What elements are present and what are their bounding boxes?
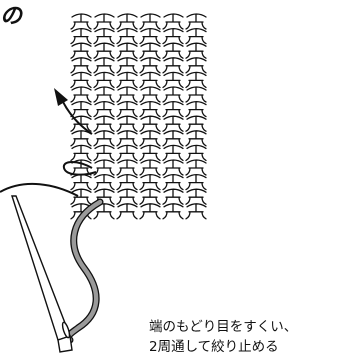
knit-stitch: [185, 13, 207, 30]
knit-stitch: [116, 71, 138, 89]
knit-stitch: [116, 13, 138, 30]
knit-stitch: [93, 27, 115, 45]
knit-stitch: [93, 86, 115, 103]
knit-stitch: [162, 115, 184, 132]
knit-stitch: [70, 159, 92, 176]
knit-stitch: [70, 42, 92, 59]
knit-stitch: [116, 42, 138, 59]
knit-stitch: [185, 27, 207, 45]
knit-stitch: [139, 173, 161, 191]
knit-stitch: [70, 27, 92, 45]
knit-stitch: [93, 188, 115, 205]
knit-stitch: [139, 188, 161, 205]
knit-stitch: [70, 203, 92, 220]
caption-line-2: 2周通して絞り止める: [149, 339, 279, 355]
knit-stitch: [116, 100, 138, 118]
knit-stitch: [116, 144, 138, 162]
knit-stitch: [139, 13, 161, 30]
knit-stitch: [162, 159, 184, 176]
knit-stitch: [139, 159, 161, 176]
knit-stitch: [93, 71, 115, 89]
knit-stitch: [185, 100, 207, 118]
direction-arrow-icon: [61, 99, 93, 135]
knit-stitch: [70, 13, 92, 30]
knit-stitch: [139, 57, 161, 74]
yarn-loop: [62, 161, 97, 176]
section-heading: の: [0, 4, 23, 29]
knit-stitch: [162, 13, 184, 30]
knit-stitch: [116, 86, 138, 103]
knit-stitch: [185, 173, 207, 191]
knit-stitch: [162, 188, 184, 205]
knit-stitch: [139, 100, 161, 118]
knit-stitch: [116, 130, 138, 147]
knit-stitch: [185, 144, 207, 162]
knit-stitch: [93, 159, 115, 176]
knit-stitch: [70, 144, 92, 162]
knit-stitch: [162, 42, 184, 59]
knit-stitch: [185, 203, 207, 220]
knit-stitch: [139, 86, 161, 103]
knit-stitch: [116, 173, 138, 191]
knit-stitch: [139, 71, 161, 89]
knit-stitch: [185, 42, 207, 59]
knitted-fabric-swatch: [70, 13, 207, 220]
knit-stitch: [162, 27, 184, 45]
knit-stitch: [70, 173, 92, 191]
knit-stitch: [116, 203, 138, 220]
knit-stitch: [93, 173, 115, 191]
knit-stitch: [116, 188, 138, 205]
knit-stitch: [139, 42, 161, 59]
knit-stitch: [93, 13, 115, 30]
knit-stitch: [162, 100, 184, 118]
knit-stitch: [185, 130, 207, 147]
knit-stitch: [70, 86, 92, 103]
knit-stitch: [70, 100, 92, 118]
knit-stitch: [116, 115, 138, 132]
knit-stitch: [116, 159, 138, 176]
knit-stitch: [93, 100, 115, 118]
knit-stitch: [139, 27, 161, 45]
knit-stitch: [162, 86, 184, 103]
knit-stitch: [162, 203, 184, 220]
knit-stitch: [185, 159, 207, 176]
knit-stitch: [93, 42, 115, 59]
knit-stitch: [162, 173, 184, 191]
knit-stitch: [70, 71, 92, 89]
knit-stitch: [70, 130, 92, 147]
knit-stitch: [70, 57, 92, 74]
knit-stitch: [116, 27, 138, 45]
knit-stitch: [93, 203, 115, 220]
knit-stitch: [185, 71, 207, 89]
knit-stitch: [70, 188, 92, 205]
knit-stitch: [139, 130, 161, 147]
tapestry-needle-icon: [11, 195, 73, 353]
knit-stitch: [162, 71, 184, 89]
knit-stitch: [162, 130, 184, 147]
knit-stitch: [185, 57, 207, 74]
arrowhead: [54, 88, 68, 106]
knit-stitch: [139, 115, 161, 132]
knit-stitch: [162, 144, 184, 162]
knit-stitch: [93, 144, 115, 162]
knit-stitch: [93, 130, 115, 147]
knit-stitch: [139, 144, 161, 162]
knit-stitch: [93, 57, 115, 74]
knit-stitch: [185, 115, 207, 132]
instruction-caption: 端のもどり目をすくい、 2周通して絞り止める: [149, 317, 297, 357]
knit-stitch: [162, 57, 184, 74]
knit-stitch: [93, 115, 115, 132]
knit-stitch: [185, 86, 207, 103]
caption-line-1: 端のもどり目をすくい、: [149, 319, 298, 335]
working-yarn: [0, 182, 79, 197]
knit-stitch: [185, 188, 207, 205]
knit-stitch: [116, 57, 138, 74]
knit-stitch: [139, 203, 161, 220]
